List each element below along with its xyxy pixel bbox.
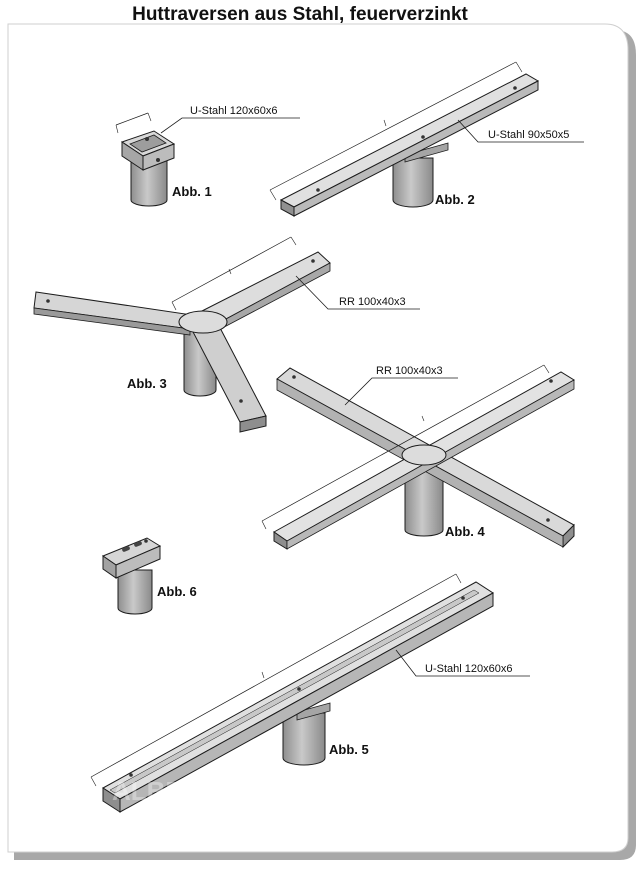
leader-line xyxy=(344,377,458,406)
figure-label: Abb. 1 xyxy=(172,184,212,199)
watermark-text: ALBRIGHT xyxy=(112,776,246,806)
figure-abb-1: U-Stahl 120x60x6 Abb. 1 xyxy=(115,105,300,207)
profile-label: U-Stahl 120x60x6 xyxy=(425,663,512,675)
figure-label: Abb. 5 xyxy=(329,742,369,757)
post-tube xyxy=(404,464,444,537)
post-tube xyxy=(282,702,331,766)
profile-label: RR 100x40x3 xyxy=(376,365,443,377)
leader-line xyxy=(295,275,420,310)
figure-label: Abb. 3 xyxy=(127,376,167,391)
center-plate xyxy=(178,310,228,334)
u-channel-beam xyxy=(279,73,540,217)
figure-abb-5: U-Stahl 120x60x6 Abb. 5 xyxy=(90,573,530,813)
dimension-line xyxy=(115,112,152,134)
leader-line xyxy=(457,119,584,143)
figure-label: Abb. 6 xyxy=(157,584,197,599)
figure-abb-3: RR 100x40x3 Abb. 3 xyxy=(33,236,420,433)
figure-abb-6: Abb. 6 xyxy=(101,537,197,615)
dimension-line xyxy=(171,236,297,311)
figure-label: Abb. 2 xyxy=(435,192,475,207)
profile-label: RR 100x40x3 xyxy=(339,296,406,308)
profile-label: U-Stahl 120x60x6 xyxy=(190,105,277,117)
profile-label: U-Stahl 90x50x5 xyxy=(488,129,569,141)
dimension-line xyxy=(90,573,462,787)
figure-abb-4: RR 100x40x3 Abb. 4 xyxy=(261,364,575,550)
page-frame xyxy=(7,23,636,860)
center-plate xyxy=(401,444,447,466)
u-channel-beam xyxy=(102,581,494,813)
post-tube xyxy=(392,142,449,208)
figure-label: Abb. 4 xyxy=(445,524,485,539)
u-channel-bracket xyxy=(120,130,176,171)
post-tube xyxy=(130,159,168,207)
post-tube xyxy=(117,569,153,615)
leader-line xyxy=(160,117,300,134)
u-channel-bracket xyxy=(101,537,162,579)
dimension-line xyxy=(261,364,550,530)
leader-line xyxy=(395,649,530,677)
dimension-line xyxy=(269,61,523,201)
page-title: Huttraversen aus Stahl, feuerverzinkt xyxy=(132,4,468,25)
figure-abb-2: U-Stahl 90x50x5 Abb. 2 xyxy=(269,61,584,217)
